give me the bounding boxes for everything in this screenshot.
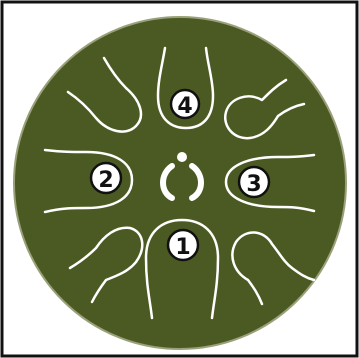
drum-body — [14, 17, 346, 349]
note-badge-4-label: 4 — [177, 94, 192, 119]
note-badge-1: 1 — [168, 230, 198, 260]
center-logo-dot — [177, 152, 187, 162]
note-badge-2-label: 2 — [98, 168, 113, 193]
note-badge-4: 4 — [171, 90, 199, 119]
note-badge-2: 2 — [91, 163, 121, 193]
note-badge-1-label: 1 — [175, 235, 190, 260]
note-badge-3: 3 — [239, 167, 269, 197]
note-badge-3-label: 3 — [246, 172, 261, 197]
